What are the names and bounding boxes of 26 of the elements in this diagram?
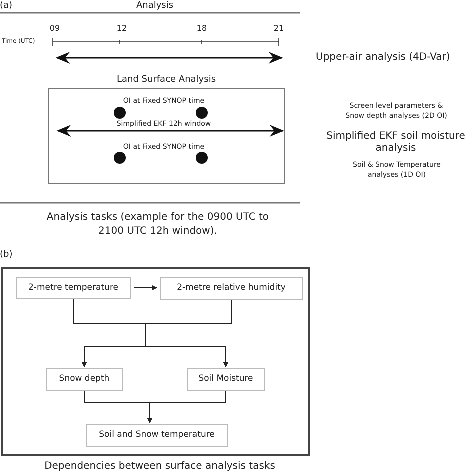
task-label: Soil and Snow temperature: [98, 429, 216, 442]
task-note: Simplified EKF soil moisture analysis: [326, 131, 466, 155]
panel-frame: [1, 267, 310, 456]
connector-arrow: [148, 390, 226, 424]
figure-caption: Analysis tasks (example for the 0900 UTC to 2100 UTC 12h window).: [46, 211, 270, 239]
tick-label: 12: [116, 23, 128, 35]
figure-caption: Dependencies between surface analysis tasks: [44, 460, 276, 474]
tick-label: 18: [196, 23, 208, 35]
task-note: Upper-air analysis (4D-Var): [316, 51, 452, 65]
task-box: [86, 424, 228, 447]
tick-label: 21: [272, 23, 286, 35]
task-box: [160, 277, 303, 300]
task-label: 2-metre temperature: [28, 282, 120, 294]
task-label: Snow depth: [58, 373, 111, 386]
task-label: 2-metre relative humidity: [176, 282, 287, 295]
connector-arrow: [146, 300, 232, 368]
task-box: [187, 368, 265, 391]
task-label: Soil Moisture: [198, 373, 254, 386]
panel-heading: Analysis: [135, 0, 175, 13]
connector-arrow: [134, 286, 158, 290]
panel-label: (a): [0, 0, 14, 13]
box-heading: Land Surface Analysis: [116, 74, 218, 87]
task-box: [46, 368, 123, 391]
tick-label: 09: [48, 23, 62, 35]
task-box: [16, 277, 131, 299]
panel-label: (b): [0, 249, 14, 262]
